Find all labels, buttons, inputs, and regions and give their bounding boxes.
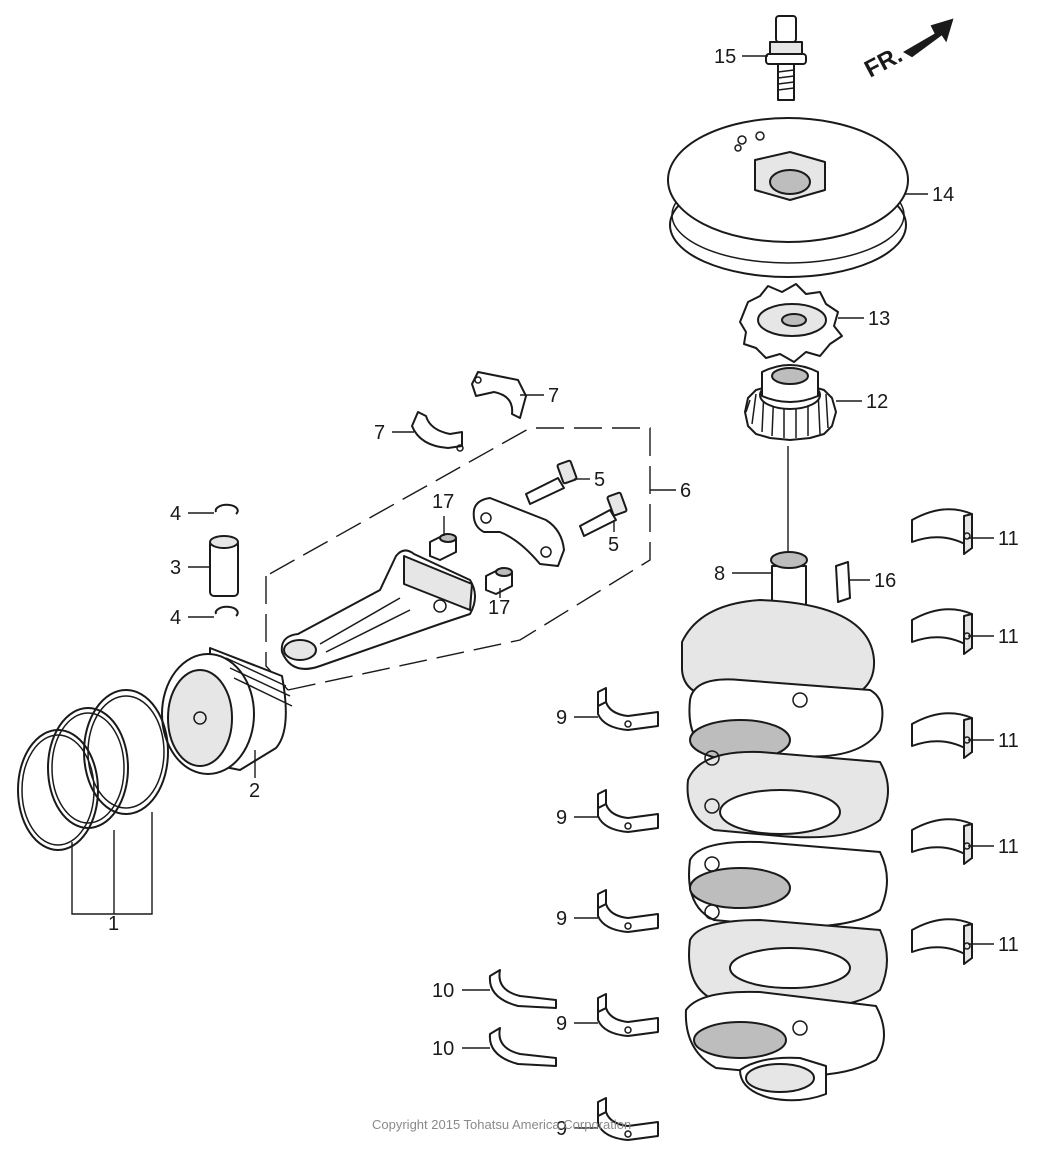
callout-9-lower-bearing: 9 — [556, 1118, 567, 1140]
callout-11-upper-bearing: 11 — [998, 730, 1019, 752]
callout-12-crankshaft-gear: 12 — [866, 391, 888, 413]
main-bearing-upper — [911, 918, 973, 965]
flywheel-bolt — [765, 15, 807, 101]
callout-9-lower-bearing: 9 — [556, 1013, 567, 1035]
callout-4-circlip: 4 — [170, 607, 181, 629]
piston-pin — [209, 535, 239, 597]
callout-8-crankshaft: 8 — [714, 563, 725, 585]
piston-pin-circlip — [214, 605, 239, 617]
callout-11-upper-bearing: 11 — [998, 528, 1019, 550]
main-bearing-upper — [911, 608, 973, 655]
callout-15-bolt: 15 — [714, 46, 736, 68]
callout-11-upper-bearing: 11 — [998, 934, 1019, 956]
callout-2-piston: 2 — [249, 780, 260, 802]
callout-17-dowel-pin: 17 — [432, 491, 454, 513]
callout-9-lower-bearing: 9 — [556, 908, 567, 930]
callout-5-rod-bolt: 5 — [608, 534, 619, 556]
crankshaft — [681, 551, 889, 1102]
callout-3-piston-pin: 3 — [170, 557, 181, 579]
connecting-rod-cap — [472, 497, 565, 567]
callout-6-connecting-rod-assembly: 6 — [680, 480, 691, 502]
dowel-pin — [429, 533, 457, 561]
timing-sprocket — [739, 283, 843, 363]
callout-4-circlip: 4 — [170, 503, 181, 525]
crankshaft-pulley — [667, 117, 909, 278]
main-bearing-lower — [597, 993, 659, 1037]
main-bearing-lower — [597, 789, 659, 833]
copyright-notice: Copyright 2015 Tohatsu America Corporati… — [372, 1117, 631, 1132]
main-bearing-upper — [911, 712, 973, 759]
front-direction-label: FR. — [860, 41, 907, 83]
rod-cap-bolt — [579, 491, 628, 537]
leader-lines — [71, 55, 994, 1129]
connecting-rod — [280, 549, 476, 670]
callout-5-rod-bolt: 5 — [594, 469, 605, 491]
connecting-rod-bearing — [471, 371, 527, 419]
main-bearing-upper — [911, 508, 973, 555]
piston-ring-set — [17, 689, 169, 851]
callout-11-upper-bearing: 11 — [998, 626, 1019, 648]
crankshaft-key — [835, 561, 851, 603]
rod-cap-bolt — [525, 459, 578, 505]
piston-pin-circlip — [214, 503, 239, 515]
piston — [161, 647, 293, 775]
callout-10-thrust-washer: 10 — [432, 980, 454, 1002]
callout-11-upper-bearing: 11 — [998, 836, 1019, 858]
callout-14-pulley: 14 — [932, 184, 954, 206]
crankshaft-gear — [744, 364, 837, 560]
thrust-washer — [488, 969, 557, 1009]
main-bearing-lower — [597, 889, 659, 933]
callout-9-lower-bearing: 9 — [556, 807, 567, 829]
callout-7-rod-bearing: 7 — [548, 385, 559, 407]
callout-17-dowel-pin: 17 — [488, 597, 510, 619]
callout-7-rod-bearing: 7 — [374, 422, 385, 444]
callout-1-piston-ring-set: 1 — [108, 913, 119, 935]
dowel-pin — [485, 567, 513, 595]
callout-10-thrust-washer: 10 — [432, 1038, 454, 1060]
main-bearing-lower — [597, 687, 659, 731]
main-bearing-upper — [911, 818, 973, 865]
front-direction-arrow: FR. — [860, 18, 954, 83]
thrust-washer — [488, 1027, 557, 1067]
connecting-rod-bearing — [411, 411, 464, 452]
callout-13-timing-sprocket: 13 — [868, 308, 890, 330]
callout-16-key: 16 — [874, 570, 896, 592]
callout-9-lower-bearing: 9 — [556, 707, 567, 729]
